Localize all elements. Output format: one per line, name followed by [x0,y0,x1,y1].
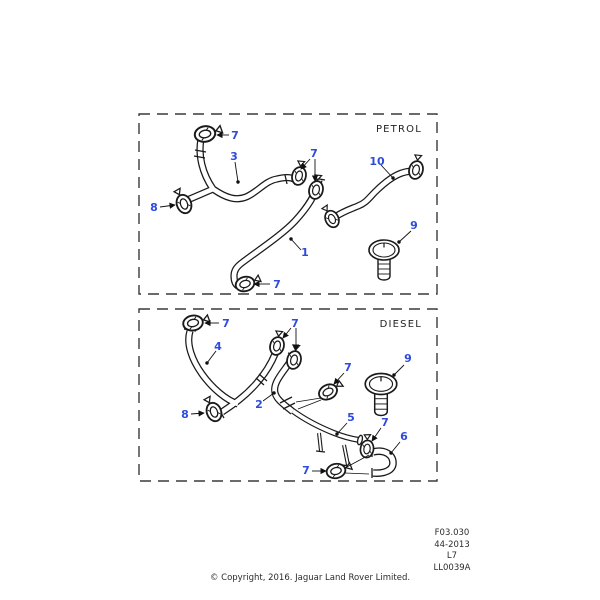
leader-lines [190,319,405,475]
callout-10[interactable]: 10 [369,155,385,168]
callout-6[interactable]: 6 [400,430,408,443]
callout-7[interactable]: 7 [381,416,389,429]
petrol-panel-label: PETROL [376,124,422,135]
callout-7[interactable]: 7 [310,147,318,160]
callout-9[interactable]: 9 [410,219,418,232]
hose-clamp-icon [406,152,428,182]
hose-clamp-icon [170,185,195,217]
callout-7[interactable]: 7 [231,129,239,142]
plug-icon [364,372,398,417]
diesel-panel-label: DIESEL [380,319,422,330]
callout-8[interactable]: 8 [181,408,189,421]
petrol-diagram: PETROL [138,113,438,295]
callout-1[interactable]: 1 [301,246,309,259]
hose-clamp-icon [289,158,311,188]
callout-3[interactable]: 3 [230,150,238,163]
callout-7[interactable]: 7 [291,317,299,330]
callout-5[interactable]: 5 [347,411,355,424]
hose-clamp-icon [200,393,225,425]
callout-7[interactable]: 7 [302,464,310,477]
figure-code-line: 44-2013 [434,539,470,550]
hose-part-10 [330,164,416,224]
hose-clamp-icon [319,202,343,231]
petrol-panel: PETROL [138,113,438,295]
hose-clamp-icon [324,459,355,481]
hose-part-4 [183,328,279,419]
hose-clamp-icon [267,328,289,358]
figure-code-line: F03.030 [434,528,470,538]
hose-part-3 [179,136,296,208]
leader-lines [159,131,412,288]
drawing-code-block: F03.030 44-2013 L7 LL0039A [408,528,496,574]
hose-clamp-icon [192,122,225,145]
hose-clamp-icon [284,342,306,372]
petrol-panel-border [138,113,438,295]
callout-7[interactable]: 7 [273,278,281,291]
diesel-diagram: DIESEL [138,308,438,482]
diesel-panel: DIESEL [138,308,438,482]
hose-clamp-icon [315,377,347,404]
hose-clamp-icon [233,272,264,295]
callout-2[interactable]: 2 [255,398,263,411]
diesel-panel-border [138,308,438,482]
callout-8[interactable]: 8 [150,201,158,214]
figure-code-line: L7 [446,551,458,561]
hose-clamp-icon [181,311,212,333]
callout-9[interactable]: 9 [404,352,412,365]
hose-clamp-icon [306,172,328,202]
plug-icon [368,239,400,281]
figure-code-line: LL0039A [433,562,471,573]
callout-7[interactable]: 7 [344,361,352,374]
callout-7[interactable]: 7 [222,317,230,330]
copyright-notice: © Copyright, 2016. Jaguar Land Rover Lim… [209,573,411,583]
callout-4[interactable]: 4 [214,340,222,353]
hose-part-6 [371,447,397,478]
